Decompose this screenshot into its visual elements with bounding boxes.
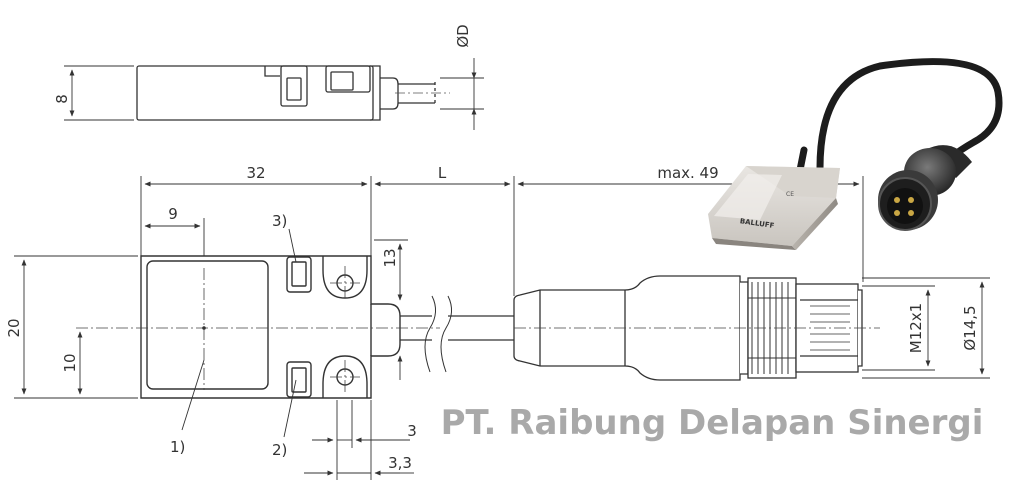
watermark: PT. Raibung Delapan Sinergi [441, 403, 984, 443]
dim-label-9: 9 [168, 205, 178, 223]
dim-label-8: 8 [53, 94, 71, 104]
dim-thread [862, 285, 935, 371]
dim-cable-diameter [440, 58, 484, 130]
dim-3 [312, 400, 410, 480]
dim-label-3-3: 3,3 [388, 454, 412, 472]
dim-9 [144, 218, 205, 256]
callout-leaders [181, 228, 297, 438]
dim-label-cable-diameter: ØD [454, 24, 472, 47]
dim-label-max-49: max. 49 [657, 164, 718, 182]
dim-label-thread: M12x1 [907, 303, 925, 353]
dim-32 [140, 176, 372, 256]
dim-20 [14, 255, 138, 399]
dim-label-13: 13 [381, 248, 399, 267]
side-view [136, 65, 436, 121]
dim-3-3 [304, 400, 414, 480]
dim-L [374, 176, 515, 296]
dim-outer-diameter [862, 277, 990, 379]
dim-label-10: 10 [61, 353, 79, 372]
photo-cable [816, 58, 1003, 172]
callout-1: 1) [170, 438, 185, 456]
cable [400, 295, 514, 373]
dim-label-32: 32 [246, 164, 265, 182]
connector-side-view [513, 275, 863, 381]
dim-8 [64, 65, 134, 121]
dim-13 [374, 239, 408, 380]
product-photo: BALLUFF CE [708, 58, 1003, 250]
sensor-front-view [140, 255, 401, 399]
dim-label-L: L [438, 164, 447, 182]
callout-2: 2) [272, 441, 287, 459]
dim-label-3: 3 [407, 422, 417, 440]
dim-label-20: 20 [5, 318, 23, 337]
photo-mark: CE [786, 191, 794, 198]
dim-label-outer-diameter: Ø14,5 [961, 305, 979, 350]
callout-3: 3) [272, 212, 287, 230]
